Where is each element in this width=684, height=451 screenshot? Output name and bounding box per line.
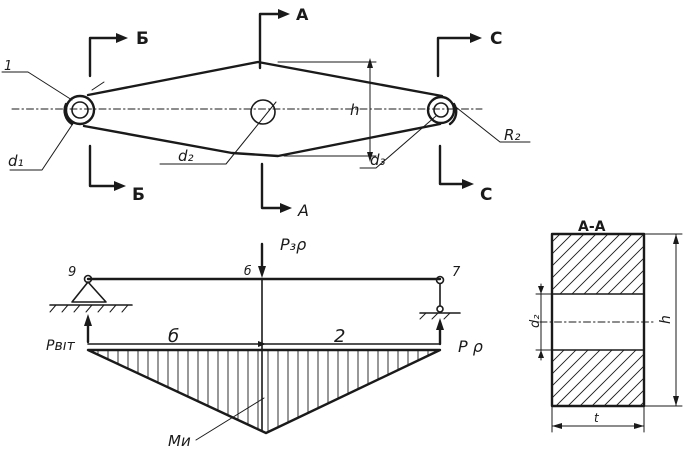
- section-hatch-line: [552, 234, 573, 406]
- label-section-a-top: A: [296, 5, 309, 24]
- section-hatch-line: [552, 234, 609, 406]
- label-section-b-top: Б: [136, 29, 149, 49]
- reaction-p-r-arrow-icon: [436, 318, 444, 330]
- section-a-lower-arrow-icon: [280, 203, 292, 213]
- dim-h-bottom-arrow-icon: [367, 152, 373, 162]
- moment-diagram: [86, 348, 442, 435]
- dim-sec-d2-bottom-arrow-icon: [538, 350, 544, 358]
- section-hatch-line: [579, 234, 644, 406]
- left-hole-d1: [71, 101, 89, 119]
- right-boss: [426, 95, 456, 125]
- right-hole-d3: [433, 102, 449, 118]
- dim-sec-h-bottom-arrow-icon: [673, 396, 679, 406]
- lever-upper-edge: [86, 60, 444, 98]
- section-a-upper-arrow-icon: [278, 9, 290, 19]
- section-b-upper-arrow-icon: [116, 33, 128, 43]
- label-sec-h: h: [658, 315, 674, 324]
- label-d2: d₂: [178, 147, 194, 165]
- beam-scheme: P₃ρ 9 7 б б 2 Pвıт P ρ Mи: [46, 235, 483, 450]
- right-ground-hatch: [431, 312, 439, 320]
- dim-sec-h-top-arrow-icon: [673, 234, 679, 244]
- dim-sec-d2-top-arrow-icon: [538, 286, 544, 294]
- label-point-7: 7: [452, 265, 461, 280]
- leader-d2: [159, 101, 277, 165]
- left-boss: [64, 94, 96, 126]
- leader-mark-1: [1, 71, 73, 101]
- moment-hatching: [97, 350, 429, 432]
- label-mark-1: 1: [4, 59, 12, 74]
- section-b-lower-line: [88, 144, 116, 188]
- section-hatch-line: [364, 234, 536, 406]
- label-p-vit: Pвıт: [46, 338, 76, 354]
- span-mid-arrow-icon: [258, 341, 266, 347]
- label-r2: R₂: [504, 126, 520, 144]
- leader-r2: [451, 103, 531, 143]
- label-sec-d2: d₂: [528, 315, 543, 328]
- force-p-zr-arrow-icon: [258, 266, 266, 278]
- section-hatch-line: [376, 234, 548, 406]
- label-h: h: [350, 101, 360, 119]
- section-hatch-line: [603, 234, 644, 406]
- leader-d1: [9, 121, 75, 171]
- left-ground-hatch: [85, 304, 93, 313]
- middle-hole-d2: [250, 99, 276, 125]
- section-c-lower-arrow-icon: [462, 179, 474, 189]
- section-c-upper-line: [436, 36, 472, 78]
- left-ground-hatch: [73, 304, 81, 313]
- leader-d3: [359, 115, 437, 169]
- dim-sec-t-right-arrow-icon: [634, 423, 644, 429]
- right-support-roller: [436, 305, 444, 313]
- section-hatch-line: [552, 234, 633, 406]
- left-boss-arc: [63, 102, 74, 126]
- left-ground-hatch: [109, 304, 117, 313]
- section-a-lower-line: [260, 162, 282, 210]
- section-hatching: [364, 234, 644, 406]
- label-section-a-bottom: A: [297, 201, 309, 220]
- label-span-b: б: [168, 326, 179, 347]
- section-c-upper-arrow-icon: [470, 33, 482, 43]
- dim-sec-t-left-arrow-icon: [552, 423, 562, 429]
- section-c-lower-line: [438, 144, 464, 186]
- leader-boss-left: [91, 81, 105, 91]
- section-hatch-line: [567, 234, 644, 406]
- label-m-i: Mи: [168, 432, 191, 450]
- left-ground-hatch: [97, 304, 105, 313]
- label-span-2: 2: [334, 326, 345, 347]
- reaction-p-vit-arrow-icon: [84, 314, 92, 326]
- section-a-a: A-A d₂ h t: [364, 219, 683, 433]
- section-hatch-line: [552, 234, 621, 406]
- section-outline: [550, 232, 646, 408]
- right-ground-hatch: [419, 312, 427, 320]
- section-b-upper-line: [88, 36, 118, 78]
- left-ground-hatch: [61, 304, 69, 313]
- left-ground-hatch: [121, 304, 129, 313]
- right-ground-hatch: [443, 312, 451, 320]
- label-point-9: 9: [68, 265, 76, 280]
- right-boss-arc: [448, 102, 458, 126]
- left-ground-hatch: [49, 304, 57, 313]
- section-hatch-line: [591, 234, 644, 406]
- lever-lower-edge: [82, 122, 442, 158]
- section-b-lower-arrow-icon: [114, 181, 126, 191]
- label-d3: d₃: [370, 151, 386, 169]
- dim-h-top-arrow-icon: [367, 58, 373, 68]
- section-hatch-line: [552, 234, 597, 406]
- label-section-title: A-A: [578, 219, 606, 235]
- label-d1: d₁: [8, 152, 24, 170]
- label-point-6: б: [244, 264, 252, 278]
- label-section-c-top: C: [490, 29, 502, 49]
- section-a-upper-line: [258, 12, 280, 70]
- section-hatch-line: [552, 234, 585, 406]
- lever-plan-view: 1 d₁ d₂ d₃ R₂ h A A Б Б C C: [1, 5, 531, 220]
- leader-m-i: [195, 397, 265, 441]
- left-support-triangle: [71, 281, 107, 303]
- label-p-zr: P₃ρ: [280, 235, 306, 254]
- label-section-c-bottom: C: [480, 185, 492, 205]
- label-p-r: P ρ: [458, 337, 483, 356]
- label-section-b-bottom: Б: [132, 185, 145, 205]
- label-sec-t: t: [594, 411, 600, 425]
